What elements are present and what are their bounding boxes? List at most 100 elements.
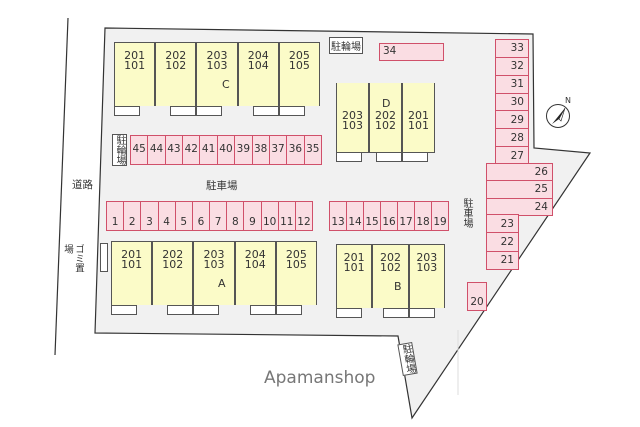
- unit-porch: [111, 305, 137, 315]
- parking-space: 9: [243, 201, 262, 231]
- parking-space: 38: [251, 135, 270, 165]
- unit-number-upper: 204: [247, 49, 269, 62]
- parking-space: 41: [199, 135, 218, 165]
- unit-porch: [336, 152, 362, 162]
- unit-number-upper: 205: [288, 49, 310, 62]
- parking-space: 44: [147, 135, 166, 165]
- unit-number-upper: 205: [285, 248, 307, 261]
- parking-space: 40: [216, 135, 236, 165]
- unit-number-lower: 101: [124, 59, 146, 72]
- parking-space: 5: [174, 201, 193, 231]
- unit-porch: [376, 152, 402, 162]
- parking-space: 23: [486, 214, 519, 234]
- unit-porch: [193, 305, 220, 315]
- parking-space: 14: [346, 201, 364, 231]
- unit-porch: [336, 308, 362, 318]
- unit-number-lower: 105: [285, 258, 307, 271]
- parking-space-20: 20: [467, 282, 487, 311]
- parking-space: 45: [130, 135, 149, 165]
- unit-porch: [249, 305, 276, 315]
- parking-space: 43: [164, 135, 184, 165]
- parking-space: 4: [157, 201, 176, 231]
- parking-space: 37: [268, 135, 288, 165]
- parking-space: 21: [486, 250, 519, 270]
- unit-number-upper: 202: [375, 109, 396, 122]
- unit-number-upper: 201: [408, 109, 429, 122]
- parking-space: 33: [495, 39, 529, 58]
- unit-porch: [278, 106, 305, 116]
- parking-space: 42: [182, 135, 201, 165]
- unit-number-upper: 201: [124, 49, 146, 62]
- unit-number-upper: 202: [162, 248, 184, 261]
- parking-space: 11: [277, 201, 296, 231]
- garbage-area: [100, 243, 108, 272]
- unit-number-lower: 103: [206, 59, 228, 72]
- parking-space: 18: [414, 201, 432, 231]
- building-label: B: [394, 280, 402, 293]
- parking-space: 17: [397, 201, 415, 231]
- unit-porch: [114, 106, 140, 116]
- unit-number-upper: 203: [206, 49, 228, 62]
- unit-number-lower: 104: [244, 258, 266, 271]
- parking-space: 10: [260, 201, 279, 231]
- unit-porch: [252, 106, 279, 116]
- unit-number-lower: 104: [247, 59, 269, 72]
- unit-number-upper: 203: [203, 248, 225, 261]
- building-label: D: [382, 97, 391, 110]
- parking-space: 31: [495, 74, 529, 94]
- parking-space: 27: [495, 146, 529, 166]
- parking-space: 32: [495, 56, 529, 76]
- bike-parking-label-top: 駐輪場: [329, 37, 363, 54]
- unit-porch: [408, 308, 435, 318]
- parking-space: 25: [486, 180, 553, 199]
- parking-space: 28: [495, 128, 529, 148]
- unit-porch: [402, 152, 428, 162]
- unit-porch: [196, 106, 223, 116]
- parking-space: 13: [329, 201, 347, 231]
- parking-space: 35: [303, 135, 322, 165]
- parking-space: 16: [380, 201, 398, 231]
- garbage-area-label: ゴミ置場: [62, 244, 84, 273]
- unit-number-lower: 105: [288, 59, 310, 72]
- unit-number-lower: 102: [379, 261, 401, 274]
- unit-number-upper: 201: [121, 248, 143, 261]
- brand-watermark: Apamanshop: [264, 368, 376, 388]
- parking-space: 29: [495, 110, 529, 130]
- parking-space: 22: [486, 232, 519, 252]
- parking-space: 1: [106, 201, 125, 231]
- parking-space: 36: [286, 135, 305, 165]
- unit-number-lower: 102: [375, 119, 396, 132]
- building-label: C: [222, 78, 230, 91]
- building-label: A: [218, 277, 226, 290]
- parking-space: 39: [234, 135, 253, 165]
- unit-number-upper: 204: [244, 248, 266, 261]
- parking-space: 12: [294, 201, 314, 231]
- unit-number-lower: 101: [408, 119, 429, 132]
- parking-space: 7: [209, 201, 228, 231]
- parking-space: 19: [431, 201, 449, 231]
- unit-porch: [382, 308, 409, 318]
- parking-space: 3: [140, 201, 159, 231]
- parking-space: 30: [495, 92, 529, 112]
- parking-space: 26: [486, 163, 553, 182]
- parking-label: 駐車場: [206, 180, 238, 192]
- bike-parking-label-left: 駐輪場: [112, 134, 127, 166]
- unit-number-upper: 203: [342, 109, 363, 122]
